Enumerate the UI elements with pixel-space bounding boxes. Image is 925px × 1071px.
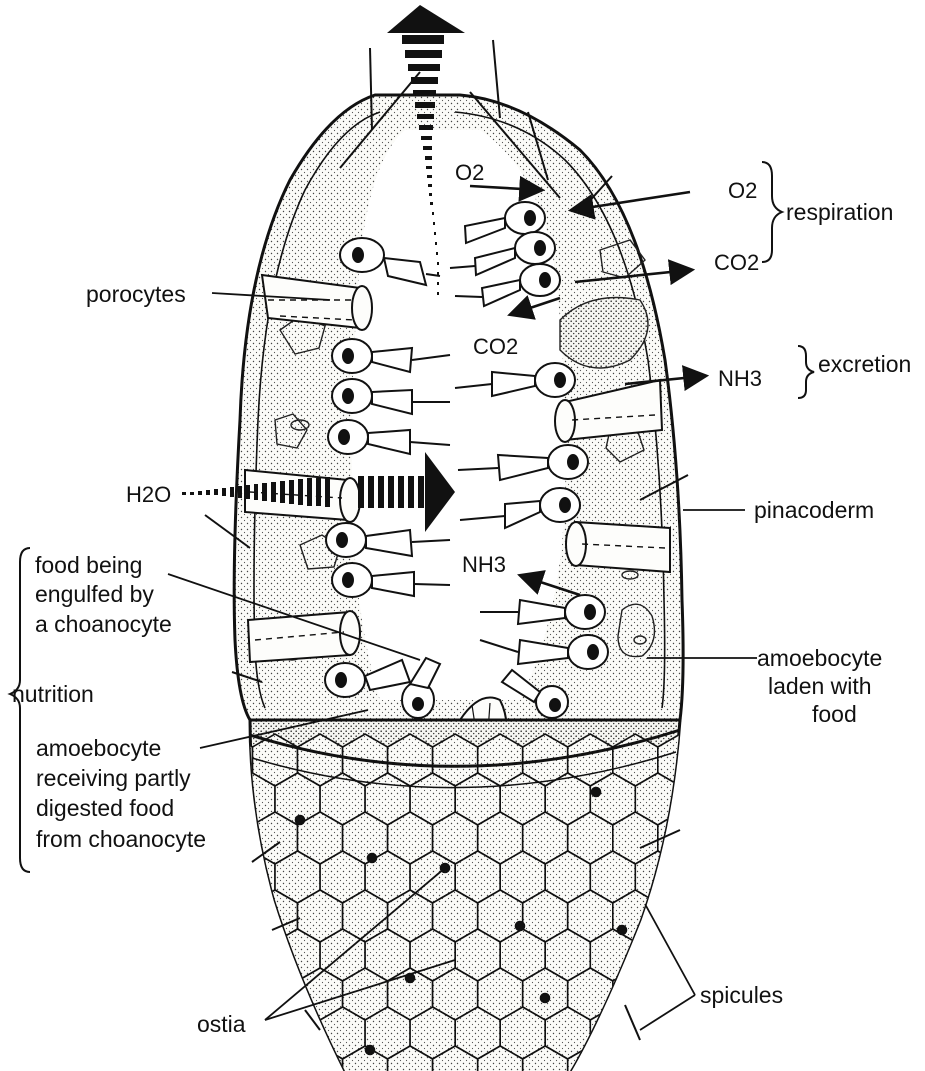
ostium-plate [253,1046,298,1071]
sponge-body-lower [208,720,726,1071]
chem-h2o: H2O [126,482,171,507]
chem-o2-inner: O2 [455,160,484,185]
ostium-plate [680,851,725,903]
ostium-plate [680,929,725,981]
ostium-pore [516,922,525,931]
chem-co2-inner: CO2 [473,334,518,359]
ostium-pore [541,994,550,1003]
ostium-pore [368,854,377,863]
label-pinacoderm: pinacoderm [754,497,874,523]
ostium-plate [208,812,253,864]
label-food-engulfed-2: engulfed by [35,581,154,607]
ostium-plate [658,890,703,942]
ostium-plate [208,1046,253,1071]
label-amoebocyte-laden-3: food [812,701,857,727]
label-food-engulfed-3: a choanocyte [35,611,172,637]
ostium-plate [208,890,253,942]
ostium-plate [635,1007,680,1059]
ostium-plate [680,1007,725,1059]
label-spicules: spicules [700,982,783,1008]
chem-nh3-outer: NH3 [718,366,762,391]
label-amoebocyte-receiving-1: amoebocyte [36,735,161,761]
label-amoebocyte-receiving-2: receiving partly [36,765,191,791]
ostium-plate [680,773,725,825]
ostium-pore [296,816,305,825]
label-excretion: excretion [818,351,911,377]
label-porocytes: porocytes [86,281,186,307]
label-amoebocyte-laden-1: amoebocyte [757,645,882,671]
label-food-engulfed-1: food being [35,552,142,578]
label-nutrition: nutrition [12,681,94,707]
ostium-pore [592,788,601,797]
ostium-plate [613,1046,658,1071]
ostium-pore [366,1046,375,1055]
label-ostia: ostia [197,1011,246,1037]
ostium-plate [658,968,703,1020]
chem-o2-outer: O2 [728,178,757,203]
chem-co2-outer: CO2 [714,250,759,275]
chem-nh3-inner: NH3 [462,552,506,577]
label-respiration: respiration [786,199,893,225]
label-amoebocyte-receiving-3: digested food [36,795,174,821]
ostium-pore [618,926,627,935]
ostium-plate [230,929,275,981]
ostium-plate [613,968,658,1020]
ostium-plate [658,1046,703,1071]
label-amoebocyte-receiving-4: from choanocyte [36,826,206,852]
label-amoebocyte-laden-2: laden with [768,673,872,699]
